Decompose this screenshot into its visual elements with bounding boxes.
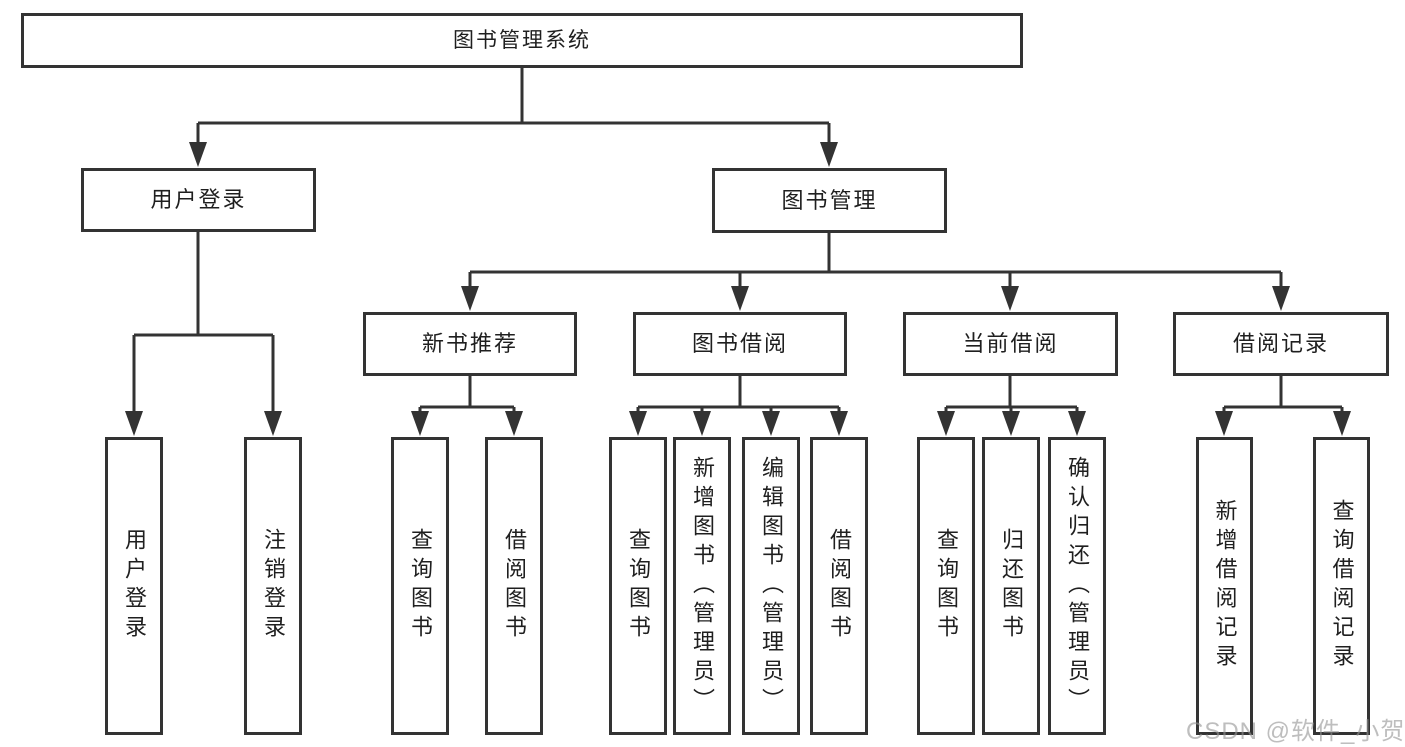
node-book-management: 图书管理 [712,168,947,233]
leaf-borrow-books: 借阅图书 [810,437,868,735]
split-book-management [468,233,1283,290]
node-book-borrow: 图书借阅 [633,312,847,376]
leaf-add-book-admin: 新增图书（管理员） [673,437,731,735]
leaf-query-books-borrow: 查询图书 [609,437,667,735]
split-new-book-recommend [418,376,516,415]
split-user-login [132,232,275,415]
leaf-borrow-books-recommend: 借阅图书 [485,437,543,735]
leaf-return-book: 归还图书 [982,437,1040,735]
node-system-root: 图书管理系统 [21,13,1023,68]
node-borrow-records: 借阅记录 [1173,312,1389,376]
leaf-logout: 注销登录 [244,437,302,735]
arrowheads [125,142,1351,436]
leaf-edit-book-admin: 编辑图书（管理员） [742,437,800,735]
leaf-add-borrow-record: 新增借阅记录 [1196,437,1253,735]
split-borrow-records [1222,376,1344,415]
node-user-login: 用户登录 [81,168,316,232]
leaf-query-borrow-record: 查询借阅记录 [1313,437,1370,735]
trunk-root [196,68,831,146]
leaf-query-books-current: 查询图书 [917,437,975,735]
node-current-borrow: 当前借阅 [903,312,1118,376]
split-current-borrow [944,376,1079,415]
node-new-book-recommend: 新书推荐 [363,312,577,376]
leaf-user-login: 用户登录 [105,437,163,735]
leaf-query-books-recommend: 查询图书 [391,437,449,735]
leaf-confirm-return-admin: 确认归还（管理员） [1048,437,1106,735]
split-book-borrow [636,376,841,415]
